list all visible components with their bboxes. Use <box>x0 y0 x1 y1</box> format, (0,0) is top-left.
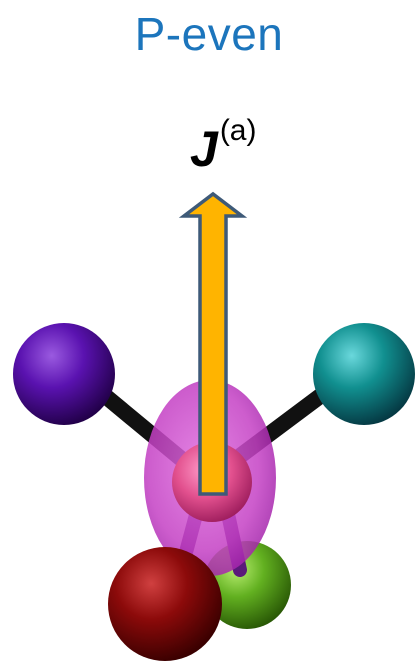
atom-right <box>313 323 415 425</box>
angular-momentum-label: J(a) <box>190 116 256 179</box>
atom-left <box>13 323 115 425</box>
angular-momentum-superscript: (a) <box>219 114 257 147</box>
angular-momentum-symbol: J <box>190 121 218 177</box>
atom-bottom-left <box>108 547 222 661</box>
diagram-title: P-even <box>134 8 284 60</box>
angular-momentum-arrow <box>178 191 248 496</box>
